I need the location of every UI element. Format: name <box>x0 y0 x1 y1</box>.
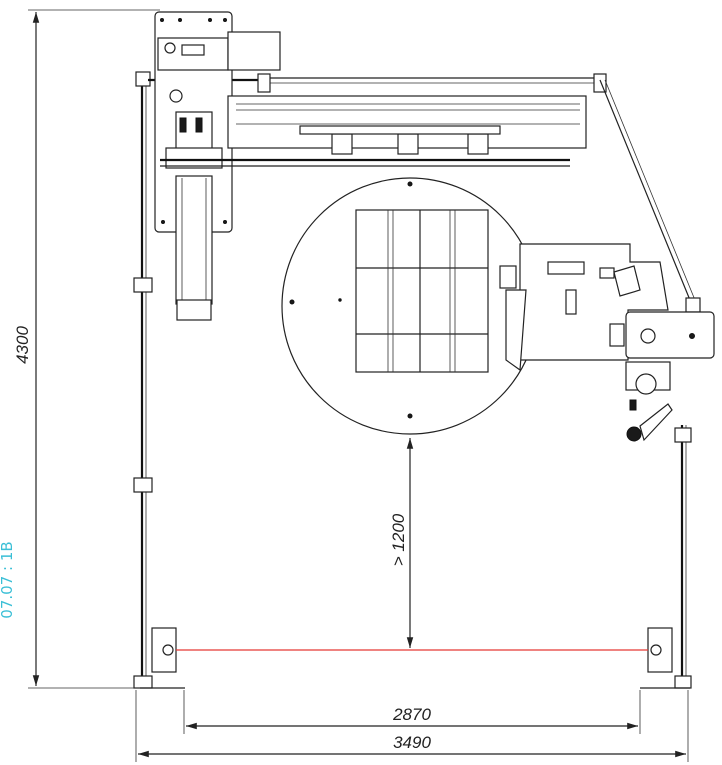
height-dimension: 4300 <box>13 9 160 689</box>
film-delivery-unit <box>499 243 715 442</box>
control-tower <box>154 11 281 321</box>
clearance-dimension: > 1200 <box>389 438 414 648</box>
outer-width-dimension-label: 3490 <box>393 733 431 752</box>
height-dimension-label: 4300 <box>13 326 32 364</box>
top-fence-rail <box>148 73 701 313</box>
outer-width-dimension: 3490 <box>135 690 689 762</box>
pallet-load <box>355 209 489 373</box>
left-fence-post <box>133 71 185 689</box>
inner-width-dimension-label: 2870 <box>392 705 431 724</box>
top-carriage <box>160 95 587 167</box>
inner-width-dimension: 2870 <box>183 690 641 734</box>
right-fence-post <box>640 425 692 689</box>
turntable <box>281 177 539 435</box>
light-curtain <box>151 627 673 673</box>
clearance-dimension-label: > 1200 <box>389 513 408 566</box>
side-revision-mark: 07.07 : 1B <box>0 541 16 618</box>
